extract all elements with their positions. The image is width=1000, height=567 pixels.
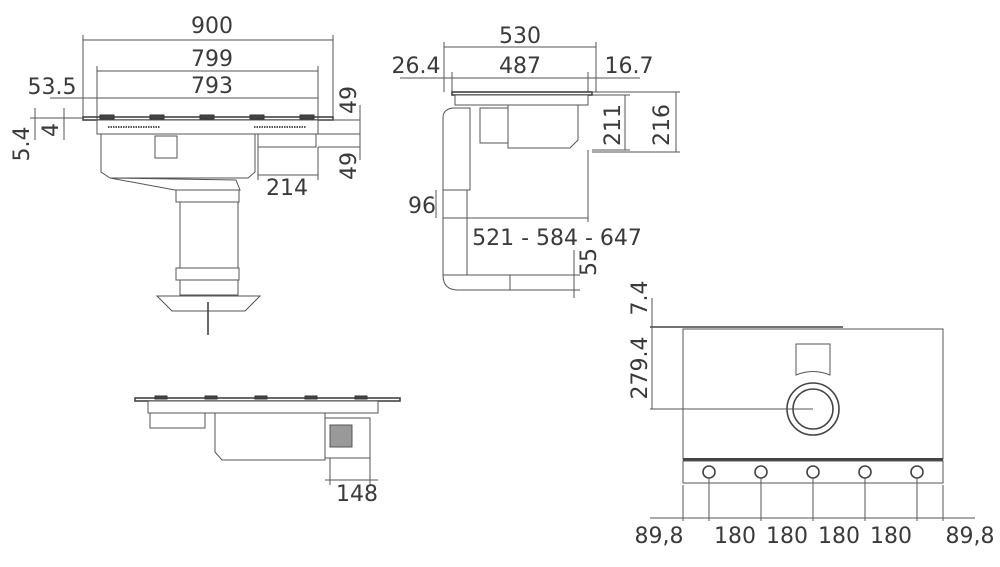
electronics-box <box>149 412 206 429</box>
vertical-duct <box>442 189 468 276</box>
dim-16-7: 16.7 <box>605 54 654 79</box>
dim-5-4: 5.4 <box>10 127 35 162</box>
dim-214: 214 <box>266 176 308 201</box>
dim-26-4: 26.4 <box>392 54 441 79</box>
dim-148: 148 <box>336 482 378 507</box>
duct-elbow <box>442 107 471 191</box>
electronics-box <box>479 107 509 144</box>
rear-view: 7.4 279.4 89,8 180 180 180 180 89,8 <box>628 281 994 550</box>
fan-housing <box>100 133 256 179</box>
front-view: 900 799 793 53.5 5.4 4 49 49 214 <box>10 14 362 335</box>
vertical-duct <box>179 201 239 296</box>
dim-900: 900 <box>191 14 233 39</box>
control-pad <box>254 395 268 400</box>
dim-180-2: 180 <box>766 524 808 549</box>
base-rail <box>683 458 943 461</box>
electronics-box <box>257 133 317 148</box>
dim-49-bottom: 49 <box>337 152 362 180</box>
control-pad <box>154 395 168 400</box>
dim-180-4: 180 <box>870 524 912 549</box>
dim-793: 793 <box>191 74 233 99</box>
control-pad <box>354 395 368 400</box>
fan-housing <box>507 104 579 149</box>
hob-body <box>147 400 379 414</box>
dim-4: 4 <box>39 123 64 137</box>
dim-7-4: 7.4 <box>628 281 653 316</box>
dim-211: 211 <box>601 104 626 146</box>
dim-180-3: 180 <box>818 524 860 549</box>
dim-180-1: 180 <box>714 524 756 549</box>
control-pad <box>99 114 115 120</box>
duct-joint <box>175 267 240 281</box>
dim-55: 55 <box>577 248 602 276</box>
dim-89-8-right: 89,8 <box>946 524 995 549</box>
dim-53-5: 53.5 <box>28 75 77 100</box>
control-pad <box>249 114 265 120</box>
fan-motor <box>154 135 178 159</box>
control-pad <box>299 114 315 120</box>
control-pad <box>204 395 218 400</box>
duct-flange <box>175 189 240 203</box>
dim-279-4: 279.4 <box>628 337 653 400</box>
control-pad <box>199 114 215 120</box>
bottom-side-view: 148 <box>134 395 401 507</box>
dim-530: 530 <box>499 24 541 49</box>
dim-96: 96 <box>408 194 436 219</box>
dim-49-top: 49 <box>337 86 362 114</box>
duct-transition <box>109 177 241 191</box>
fan-housing <box>214 412 326 461</box>
dim-216: 216 <box>650 104 675 146</box>
side-view: 530 26.4 487 16.7 211 216 96 521 - 584 -… <box>392 24 680 298</box>
dim-89-8-left: 89,8 <box>635 524 684 549</box>
hob-body <box>454 94 589 106</box>
control-pad <box>304 395 318 400</box>
dim-799: 799 <box>191 47 233 72</box>
filter-grid <box>329 424 353 448</box>
dim-487: 487 <box>499 54 541 79</box>
dim-duct-range: 521 - 584 - 647 <box>472 226 642 251</box>
bottom-elbow <box>442 274 511 291</box>
control-pad <box>149 114 165 120</box>
exhaust-outlet-rect <box>795 343 831 376</box>
dim-extension-lines <box>682 478 944 521</box>
